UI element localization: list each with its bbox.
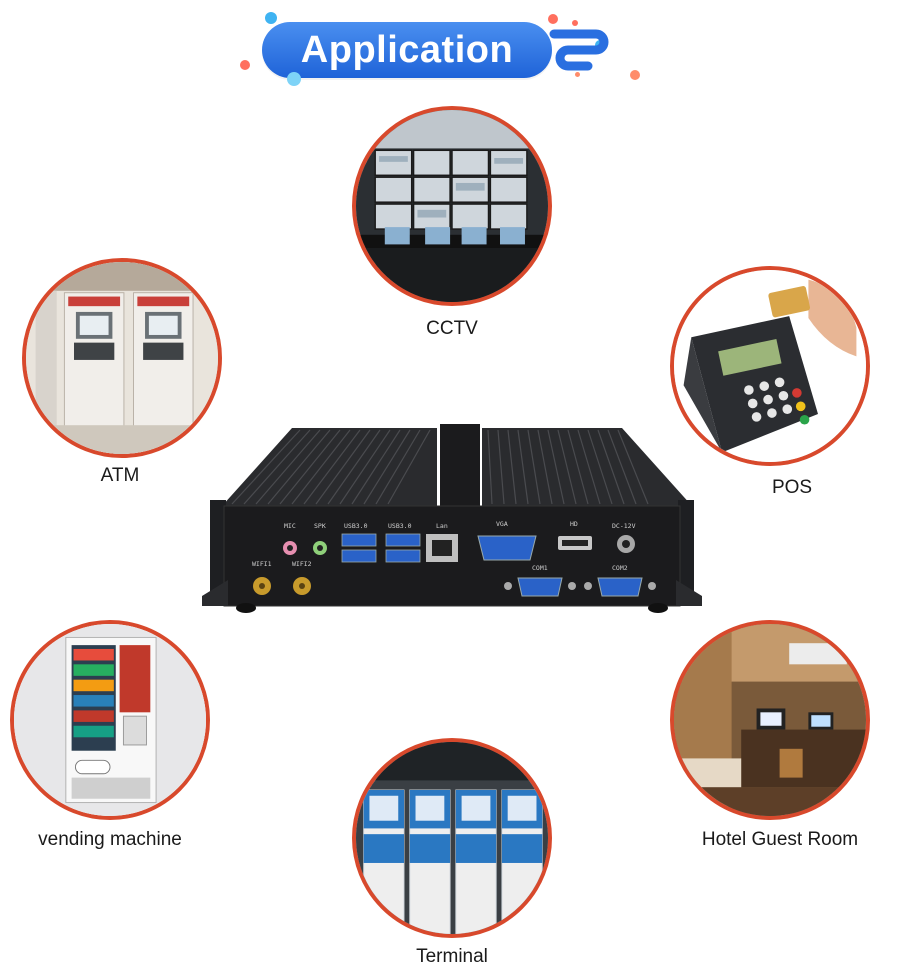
pos-illustration <box>674 270 866 462</box>
label-atm: ATM <box>100 465 140 486</box>
port-label-lan: Lan <box>436 522 448 530</box>
banner-pill <box>262 22 552 78</box>
decor-dot <box>630 70 640 80</box>
decor-dot <box>240 60 250 70</box>
terminal-image <box>352 738 552 938</box>
header-banner: Application <box>262 22 562 78</box>
decor-dot <box>265 12 277 24</box>
vending-machine-image <box>10 620 210 820</box>
port-label-usb1: USB3.0 <box>344 522 368 530</box>
hotel-guest-room-image <box>670 620 870 820</box>
heatsink-fins <box>222 424 692 506</box>
port-label-com1: COM1 <box>532 564 548 572</box>
port-label-wifi1: WIFI1 <box>252 560 272 568</box>
decor-dot <box>548 14 558 24</box>
port-label-mic: MIC <box>284 522 296 530</box>
decor-dot <box>575 72 580 77</box>
port-label-vga: VGA <box>496 520 508 528</box>
pos-image <box>670 266 870 466</box>
cctv-illustration <box>356 110 548 302</box>
label-cctv: CCTV <box>426 318 478 339</box>
port-label-com2: COM2 <box>612 564 628 572</box>
fanless-mini-pc: MIC SPK USB3.0 USB3.0 Lan VGA HD DC-12V … <box>202 424 702 613</box>
port-label-hd: HD <box>570 520 578 528</box>
label-terminal: Terminal <box>416 946 488 967</box>
port-label-wifi2: WIFI2 <box>292 560 312 568</box>
atm-illustration <box>26 262 218 454</box>
label-hotel-guest-room: Hotel Guest Room <box>701 829 859 850</box>
hotel-guest-room-illustration <box>674 624 866 816</box>
decor-dot <box>287 72 301 86</box>
label-vending-machine: vending machine <box>38 829 182 850</box>
banner-swirl-icon <box>549 29 609 71</box>
vending-machine-illustration <box>14 624 206 816</box>
decor-dot <box>572 20 578 26</box>
port-label-dc: DC-12V <box>612 522 636 530</box>
cctv-image <box>352 106 552 306</box>
port-label-spk: SPK <box>314 522 326 530</box>
terminal-illustration <box>356 742 548 934</box>
atm-image <box>22 258 222 458</box>
page-title: Application <box>300 29 514 71</box>
port-label-usb2: USB3.0 <box>388 522 412 530</box>
label-pos: POS <box>771 477 813 498</box>
